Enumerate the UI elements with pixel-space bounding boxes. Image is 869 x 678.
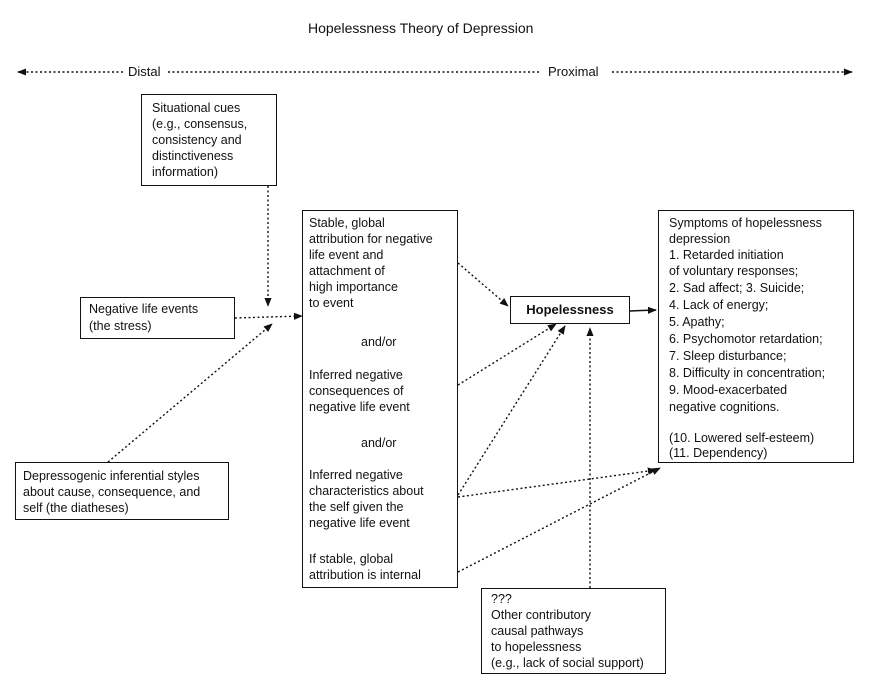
symptom-line: 9. Mood-exacerbated xyxy=(669,383,788,397)
hopelessness-box: Hopelessness xyxy=(510,296,630,324)
situational-line: (e.g., consensus, xyxy=(152,117,248,131)
situational-cues-box: Situational cues (e.g., consensus, consi… xyxy=(141,94,277,186)
consequences-line: Inferred negative xyxy=(309,368,403,382)
arrow-consequences-to-hopelessness xyxy=(457,323,557,386)
negative-events-line: (the stress) xyxy=(89,319,152,333)
axis-label-distal: Distal xyxy=(128,64,161,79)
symptom-line: 8. Difficulty in concentration; xyxy=(669,366,826,380)
attribution-line: Stable, global xyxy=(309,216,385,230)
symptom-line: 1. Retarded initiation xyxy=(669,248,784,262)
negative-events-line: Negative life events xyxy=(89,302,199,316)
internal-line: attribution is internal xyxy=(309,568,421,582)
hopelessness-label: Hopelessness xyxy=(526,302,614,317)
symptom-extra-line: (10. Lowered self-esteem) xyxy=(669,431,815,445)
self-line: the self given the xyxy=(309,500,404,514)
diatheses-box: Depressogenic inferential styles about c… xyxy=(15,462,229,520)
symptom-line: 2. Sad affect; 3. Suicide; xyxy=(669,281,805,295)
symptom-line: negative cognitions. xyxy=(669,400,780,414)
symptom-line: 5. Apathy; xyxy=(669,315,725,329)
inferences-box: Stable, global attribution for negative … xyxy=(302,210,458,588)
diagram-title: Hopelessness Theory of Depression xyxy=(308,20,534,36)
symptom-line: depression xyxy=(669,232,731,246)
self-line: negative life event xyxy=(309,516,410,530)
situational-line: Situational cues xyxy=(152,101,241,115)
other-line: to hopelessness xyxy=(491,640,582,654)
attribution-line: attachment of xyxy=(309,264,385,278)
symptom-line: 6. Psychomotor retardation; xyxy=(669,332,823,346)
self-line: characteristics about xyxy=(309,484,424,498)
arrow-attribution-to-hopelessness xyxy=(457,262,509,307)
arrow-internal-to-symptoms xyxy=(457,467,661,573)
arrow-stress-to-inferences xyxy=(234,312,303,320)
negative-life-events-box: Negative life events (the stress) xyxy=(80,297,235,339)
arrow-hopelessness-to-symptoms xyxy=(629,306,657,314)
consequences-line: negative life event xyxy=(309,400,410,414)
symptom-line: Symptoms of hopelessness xyxy=(669,216,822,230)
other-line: ??? xyxy=(491,592,512,606)
consequences-line: consequences of xyxy=(309,384,404,398)
and-or-label: and/or xyxy=(361,436,397,450)
other-line: causal pathways xyxy=(491,624,584,638)
symptom-line: 7. Sleep disturbance; xyxy=(669,349,787,363)
internal-line: If stable, global xyxy=(309,552,394,566)
and-or-label: and/or xyxy=(361,335,397,349)
attribution-line: high importance xyxy=(309,280,398,294)
situational-line: information) xyxy=(152,165,218,179)
other-pathways-box: ??? Other contributory causal pathways t… xyxy=(481,588,666,674)
situational-line: consistency and xyxy=(152,133,242,147)
diatheses-line: about cause, consequence, and xyxy=(23,485,201,499)
attribution-line: to event xyxy=(309,296,354,310)
self-line: Inferred negative xyxy=(309,468,403,482)
axis-label-proximal: Proximal xyxy=(548,64,599,79)
attribution-line: attribution for negative xyxy=(309,232,433,246)
other-line: Other contributory xyxy=(491,608,592,622)
symptom-extra-line: (11. Dependency) xyxy=(669,446,768,460)
diatheses-line: Depressogenic inferential styles xyxy=(23,469,200,483)
situational-line: distinctiveness xyxy=(152,149,234,163)
symptom-line: 4. Lack of energy; xyxy=(669,298,769,312)
attribution-line: life event and xyxy=(309,248,384,262)
symptom-line: of voluntary responses; xyxy=(669,264,799,278)
diatheses-line: self (the diatheses) xyxy=(23,501,129,515)
other-line: (e.g., lack of social support) xyxy=(491,656,644,670)
arrow-self-to-symptoms xyxy=(457,467,657,498)
arrow-self-to-hopelessness xyxy=(457,325,566,496)
arrow-diatheses-to-stress xyxy=(107,323,273,463)
symptoms-box: Symptoms of hopelessness depression 1. R… xyxy=(658,210,854,463)
